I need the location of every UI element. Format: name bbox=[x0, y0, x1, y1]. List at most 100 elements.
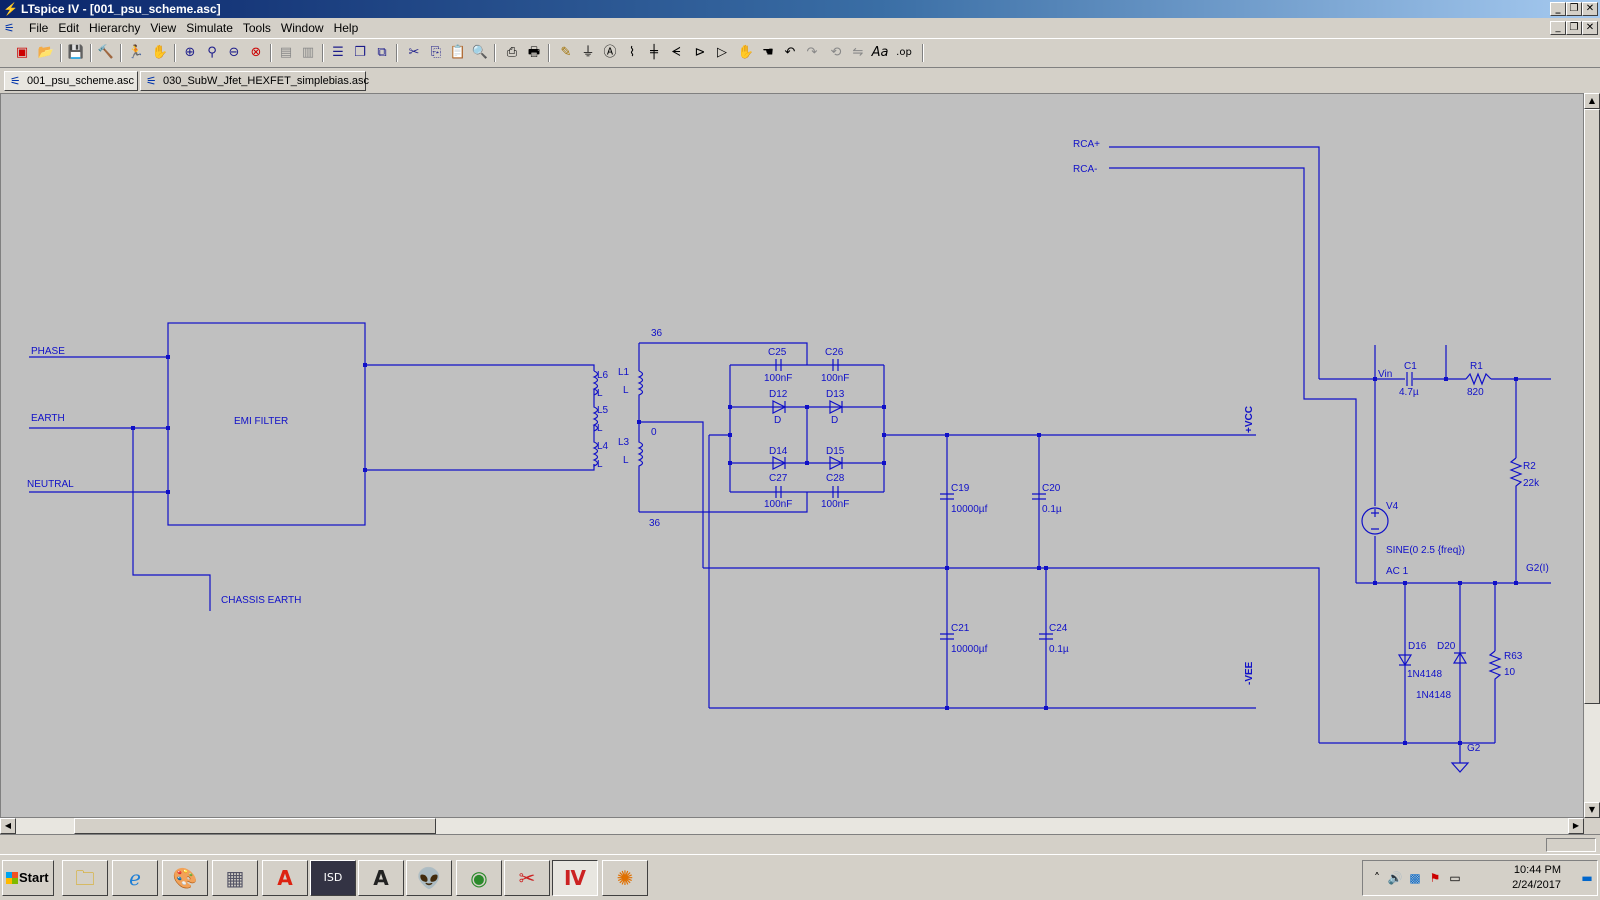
tab-030-subw-jfet[interactable]: ⚟ 030_SubW_Jfet_HEXFET_simplebias.asc bbox=[140, 71, 369, 91]
media-app-icon[interactable]: ✺ bbox=[602, 860, 648, 896]
tile-horizontal-icon[interactable]: ▤ bbox=[279, 45, 293, 60]
c1-name: C1 bbox=[1404, 361, 1417, 372]
d20-value: 1N4148 bbox=[1416, 690, 1451, 701]
ltspice-app-icon[interactable]: ⚡ bbox=[3, 2, 18, 16]
menu-file[interactable]: File bbox=[29, 21, 49, 35]
move-icon[interactable]: ✋ bbox=[737, 45, 755, 60]
zoom-fit-icon[interactable]: ⊗ bbox=[250, 45, 262, 60]
clock-time[interactable]: 10:44 PM bbox=[1513, 864, 1561, 876]
resistor-icon[interactable]: ⌇ bbox=[628, 45, 636, 60]
ltspice-doc-icon: ⚟ bbox=[146, 74, 157, 88]
c20-value: 0.1µ bbox=[1042, 504, 1062, 515]
cut-icon[interactable]: ✂ bbox=[408, 45, 420, 60]
l5-value: L bbox=[597, 423, 603, 434]
find-icon[interactable]: 🔍 bbox=[471, 45, 489, 60]
save-icon[interactable]: 💾 bbox=[67, 45, 85, 60]
tray-expand-icon[interactable]: ˄ bbox=[1374, 871, 1380, 885]
c25-value: 100nF bbox=[764, 373, 792, 384]
control-panel-icon[interactable]: 🔨 bbox=[97, 45, 115, 60]
print-setup-icon[interactable]: ⎙ bbox=[506, 45, 518, 60]
run-icon[interactable]: 🏃 bbox=[127, 45, 145, 60]
ltspice-taskbar-icon[interactable]: Ⅳ bbox=[552, 860, 598, 896]
doc-close-button[interactable]: ✕ bbox=[1582, 21, 1598, 35]
tile-icon[interactable]: ☰ bbox=[332, 45, 344, 60]
autocad-icon[interactable]: A bbox=[262, 860, 308, 896]
volume-icon[interactable]: 🔊 bbox=[1387, 871, 1403, 885]
label-net-icon[interactable]: Ⓐ bbox=[603, 45, 617, 60]
document-icon[interactable]: ⚟ bbox=[4, 21, 15, 35]
alien-app-icon[interactable]: 👽 bbox=[406, 860, 452, 896]
net-label-neutral: NEUTRAL bbox=[27, 479, 74, 490]
inductor-icon[interactable]: ᗕ bbox=[671, 45, 681, 60]
display-icon[interactable]: ▭ bbox=[1449, 871, 1461, 885]
copy-icon[interactable]: ⎘ bbox=[430, 45, 442, 60]
net-label-chassis-earth: CHASSIS EARTH bbox=[221, 595, 301, 606]
status-bar bbox=[0, 834, 1600, 854]
menu-bar: ⚟ File Edit Hierarchy View Simulate Tool… bbox=[0, 18, 1600, 38]
paint-icon[interactable]: 🎨 bbox=[162, 860, 208, 896]
scroll-down-button[interactable]: ▼ bbox=[1584, 802, 1600, 818]
close-all-icon[interactable]: ⧉ bbox=[377, 45, 387, 60]
paste-icon[interactable]: 📋 bbox=[449, 45, 467, 60]
menu-view[interactable]: View bbox=[150, 21, 177, 35]
draw-wire-icon[interactable]: ✎ bbox=[560, 45, 572, 60]
menu-simulate[interactable]: Simulate bbox=[186, 21, 233, 35]
scroll-up-button[interactable]: ▲ bbox=[1584, 93, 1600, 109]
calculator-icon[interactable]: ▦ bbox=[212, 860, 258, 896]
net-label-g2: G2 bbox=[1467, 743, 1481, 754]
network-icon[interactable]: ▩ bbox=[1409, 871, 1421, 885]
component-icon[interactable]: ▷ bbox=[717, 45, 727, 60]
diode-icon[interactable]: ⊳ bbox=[694, 45, 706, 60]
c27-name: C27 bbox=[769, 473, 788, 484]
chrome-icon[interactable]: ◉ bbox=[456, 860, 502, 896]
restore-button[interactable]: ❐ bbox=[1566, 2, 1582, 16]
minimize-button[interactable]: _ bbox=[1550, 2, 1566, 16]
spice-directive-icon[interactable]: .op bbox=[896, 47, 912, 58]
file-explorer-icon[interactable]: 🗀 bbox=[62, 860, 108, 896]
halt-icon[interactable]: ✋ bbox=[151, 45, 169, 60]
horizontal-scroll-thumb[interactable] bbox=[74, 818, 436, 834]
open-icon[interactable]: 📂 bbox=[37, 45, 55, 60]
action-center-icon[interactable]: ⚑ bbox=[1429, 871, 1441, 885]
clock-date[interactable]: 2/24/2017 bbox=[1512, 879, 1561, 891]
drag-icon[interactable]: ☚ bbox=[762, 45, 774, 60]
cascade-icon[interactable]: ❐ bbox=[354, 45, 366, 60]
snipping-tool-icon[interactable]: ✂ bbox=[504, 860, 550, 896]
zoom-out-icon[interactable]: ⊖ bbox=[228, 45, 240, 60]
tab-001-psu-scheme[interactable]: ⚟ 001_psu_scheme.asc bbox=[4, 71, 138, 91]
internet-explorer-icon[interactable]: ℯ bbox=[112, 860, 158, 896]
doc-restore-button[interactable]: ❐ bbox=[1566, 21, 1582, 35]
redo-icon[interactable]: ↷ bbox=[806, 45, 818, 60]
scroll-right-button[interactable]: ▶ bbox=[1568, 818, 1584, 834]
mirror-icon[interactable]: ⇋ bbox=[852, 45, 864, 60]
ground-icon[interactable]: ⏚ bbox=[581, 45, 595, 60]
text-icon[interactable]: Aa bbox=[871, 45, 889, 60]
doc-minimize-button[interactable]: _ bbox=[1550, 21, 1566, 35]
menu-window[interactable]: Window bbox=[280, 21, 324, 35]
tile-vertical-icon[interactable]: ▥ bbox=[301, 45, 315, 60]
horizontal-scrollbar[interactable]: ◀ ▶ bbox=[0, 818, 1584, 834]
tab-label: 001_psu_scheme.asc bbox=[27, 75, 135, 87]
winisd-icon[interactable]: ISD bbox=[310, 860, 356, 896]
print-icon[interactable]: 🖶 bbox=[527, 45, 541, 60]
d12-name: D12 bbox=[769, 389, 788, 400]
new-schematic-icon[interactable]: ▣ bbox=[15, 45, 29, 60]
scroll-left-button[interactable]: ◀ bbox=[0, 818, 16, 834]
vertical-scroll-thumb[interactable] bbox=[1584, 109, 1600, 704]
zoom-in-icon[interactable]: ⊕ bbox=[184, 45, 196, 60]
menu-hierarchy[interactable]: Hierarchy bbox=[89, 21, 141, 35]
pan-icon[interactable]: ⚲ bbox=[207, 45, 217, 60]
menu-help[interactable]: Help bbox=[333, 21, 359, 35]
menu-tools[interactable]: Tools bbox=[242, 21, 271, 35]
c20-name: C20 bbox=[1042, 483, 1061, 494]
adobe-audition-icon[interactable]: A bbox=[358, 860, 404, 896]
close-button[interactable]: ✕ bbox=[1582, 2, 1598, 16]
vertical-scrollbar[interactable]: ▲ ▼ bbox=[1584, 93, 1600, 818]
capacitor-icon[interactable]: ╪ bbox=[650, 45, 658, 60]
start-button[interactable]: Start bbox=[2, 860, 54, 896]
undo-icon[interactable]: ↶ bbox=[784, 45, 796, 60]
show-desktop-icon[interactable]: ▬ bbox=[1581, 871, 1593, 885]
rotate-icon[interactable]: ⟲ bbox=[830, 45, 842, 60]
schematic-canvas[interactable]: PHASE EARTH NEUTRAL CHASSIS EARTH EMI FI… bbox=[0, 93, 1584, 818]
menu-edit[interactable]: Edit bbox=[58, 21, 80, 35]
